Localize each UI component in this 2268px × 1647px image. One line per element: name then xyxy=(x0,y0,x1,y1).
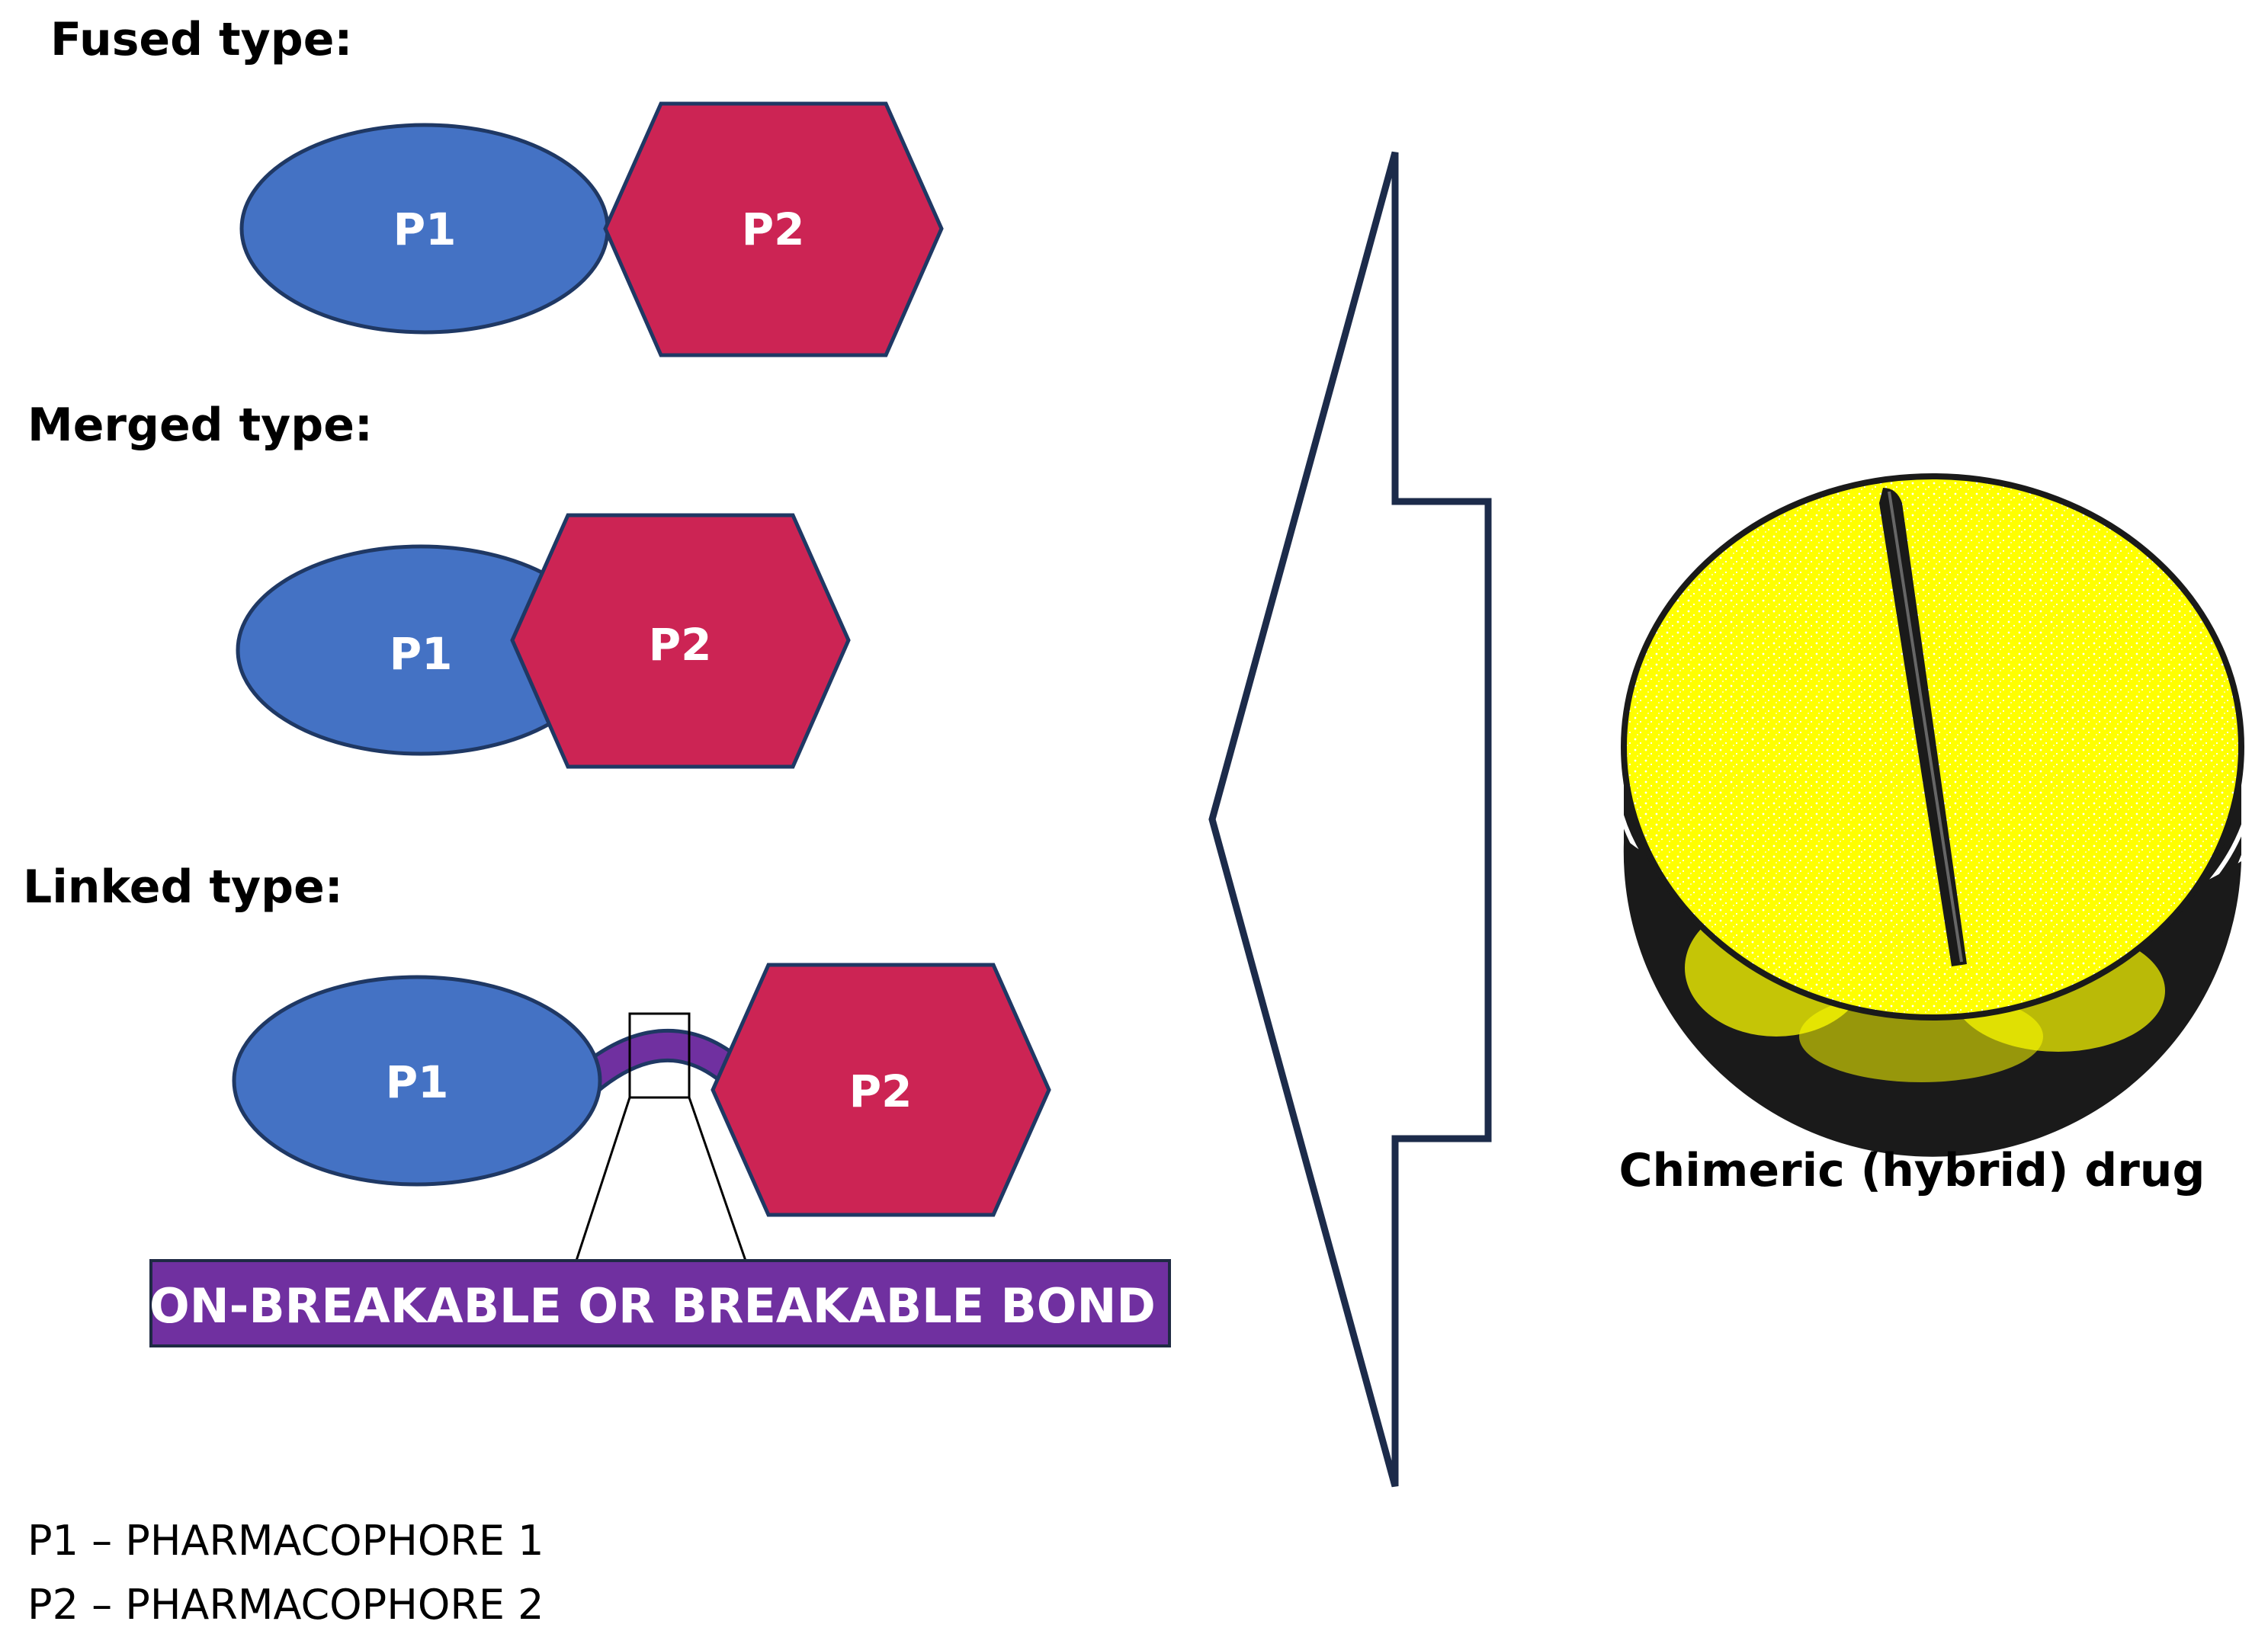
pill-icon xyxy=(1621,473,2244,1157)
fused-p2-hexagon xyxy=(603,101,944,357)
linker-bond-fill xyxy=(579,1033,745,1091)
fused-p2-label: P2 xyxy=(742,203,805,255)
linked-p1-label: P1 xyxy=(386,1056,449,1108)
bond-label-box xyxy=(149,1259,1171,1347)
legend-line-2: P2 – PHARMACOPHORE 2 xyxy=(27,1581,544,1629)
linked-diagram: P1 P2 NON-BREAKABLE OR BREAKABLE BOND xyxy=(110,963,1171,1347)
linked-p2-hexagon xyxy=(711,963,1051,1217)
bond-label: NON-BREAKABLE OR BREAKABLE BOND xyxy=(110,1278,1156,1334)
linked-type-title: Linked type: xyxy=(23,860,343,914)
fused-type-title: Fused type: xyxy=(50,13,352,66)
left-arrow-shape xyxy=(1208,151,1492,1488)
drug-caption: Chimeric (hybrid) drug xyxy=(1619,1144,2205,1197)
linked-p1-ellipse xyxy=(232,975,602,1187)
merged-p2-label: P2 xyxy=(649,619,712,671)
merged-diagram: P1 P2 xyxy=(236,513,851,769)
fused-diagram: P1 P2 xyxy=(239,101,944,357)
legend-line-1: P1 – PHARMACOPHORE 1 xyxy=(27,1517,544,1565)
fused-p1-label: P1 xyxy=(393,203,457,255)
callout-line-left xyxy=(575,1097,631,1261)
linked-p2-label: P2 xyxy=(849,1065,913,1117)
merged-p1-label: P1 xyxy=(390,628,453,680)
callout-line-right xyxy=(688,1097,747,1261)
merged-type-title: Merged type: xyxy=(27,399,373,452)
merged-p2-hexagon xyxy=(510,513,851,769)
bond-zoom-box xyxy=(628,1012,691,1099)
